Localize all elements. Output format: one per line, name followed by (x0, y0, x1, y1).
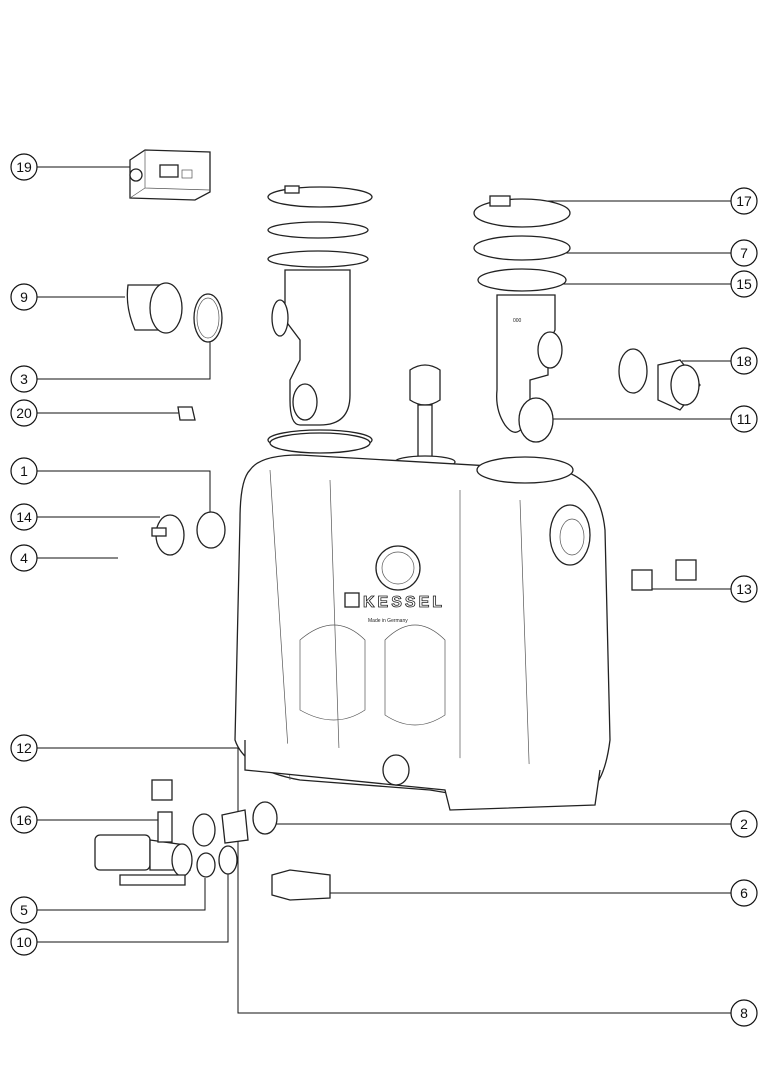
callout-8: 8 (730, 999, 758, 1027)
callout-14: 14 (10, 503, 38, 531)
svg-text:11: 11 (737, 411, 752, 427)
svg-text:3: 3 (20, 371, 28, 387)
svg-text:1: 1 (20, 463, 28, 479)
callout-9: 9 (10, 283, 38, 311)
leader-lines (37, 166, 731, 1014)
callout-19: 19 (10, 153, 38, 181)
svg-text:13: 13 (736, 581, 752, 597)
svg-text:2: 2 (740, 816, 748, 832)
left-side-parts (126, 282, 226, 556)
svg-text:6: 6 (740, 885, 748, 901)
callout-15: 15 (730, 270, 758, 298)
callout-10: 10 (10, 928, 38, 956)
svg-text:19: 19 (16, 159, 32, 175)
main-tank: KESSEL Made in Germany (234, 432, 611, 811)
callout-6: 6 (730, 879, 758, 907)
callout-5: 5 (10, 896, 38, 924)
callout-11: 11 (730, 405, 758, 433)
svg-text:20: 20 (16, 405, 32, 421)
svg-text:7: 7 (740, 245, 748, 261)
made-in-label: Made in Germany (368, 618, 408, 624)
right-side-parts (618, 348, 701, 591)
svg-text:18: 18 (736, 353, 752, 369)
callout-7: 7 (730, 239, 758, 267)
callout-20: 20 (10, 399, 38, 427)
svg-text:9: 9 (20, 289, 28, 305)
svg-text:12: 12 (16, 740, 32, 756)
callout-2: 2 (730, 810, 758, 838)
callout-13: 13 (730, 575, 758, 603)
callout-3: 3 (10, 365, 38, 393)
svg-text:16: 16 (16, 812, 32, 828)
control-unit (129, 149, 211, 201)
callout-16: 16 (10, 806, 38, 834)
left-shaft-assembly (267, 185, 373, 451)
brand-logo-text: KESSEL (363, 594, 445, 611)
svg-text:14: 14 (16, 509, 32, 525)
callout-17: 17 (730, 187, 758, 215)
lifting-eye (394, 364, 456, 469)
svg-text:8: 8 (740, 1005, 748, 1021)
svg-text:5: 5 (20, 902, 28, 918)
callout-1: 1 (10, 457, 38, 485)
svg-text:4: 4 (20, 550, 28, 566)
svg-text:15: 15 (736, 276, 752, 292)
right-shaft-assembly: 000 (473, 195, 571, 443)
svg-text:000: 000 (513, 318, 522, 324)
callout-4: 4 (10, 544, 38, 572)
callout-18: 18 (730, 347, 758, 375)
pump-assembly (94, 779, 331, 901)
svg-text:17: 17 (736, 193, 752, 209)
callout-12: 12 (10, 734, 38, 762)
svg-text:10: 10 (16, 934, 32, 950)
